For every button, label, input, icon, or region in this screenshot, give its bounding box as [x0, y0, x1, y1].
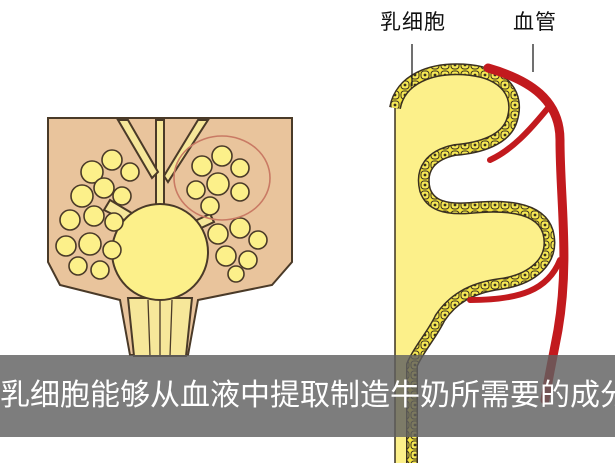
blood-vessel-label: 血管 [513, 10, 557, 34]
alveolar-lobules [55, 145, 268, 283]
mammary-gland-diagram [47, 117, 293, 357]
caption-bar [0, 355, 615, 437]
caption-text: 乳细胞能够从血液中提取制造牛奶所需要的成分 [0, 378, 615, 413]
mammary-cell-label: 乳细胞 [380, 10, 446, 34]
zoom-highlight-circle [173, 135, 271, 221]
lactiferous-sinus [111, 203, 209, 301]
alveolus-lumen [395, 69, 550, 463]
